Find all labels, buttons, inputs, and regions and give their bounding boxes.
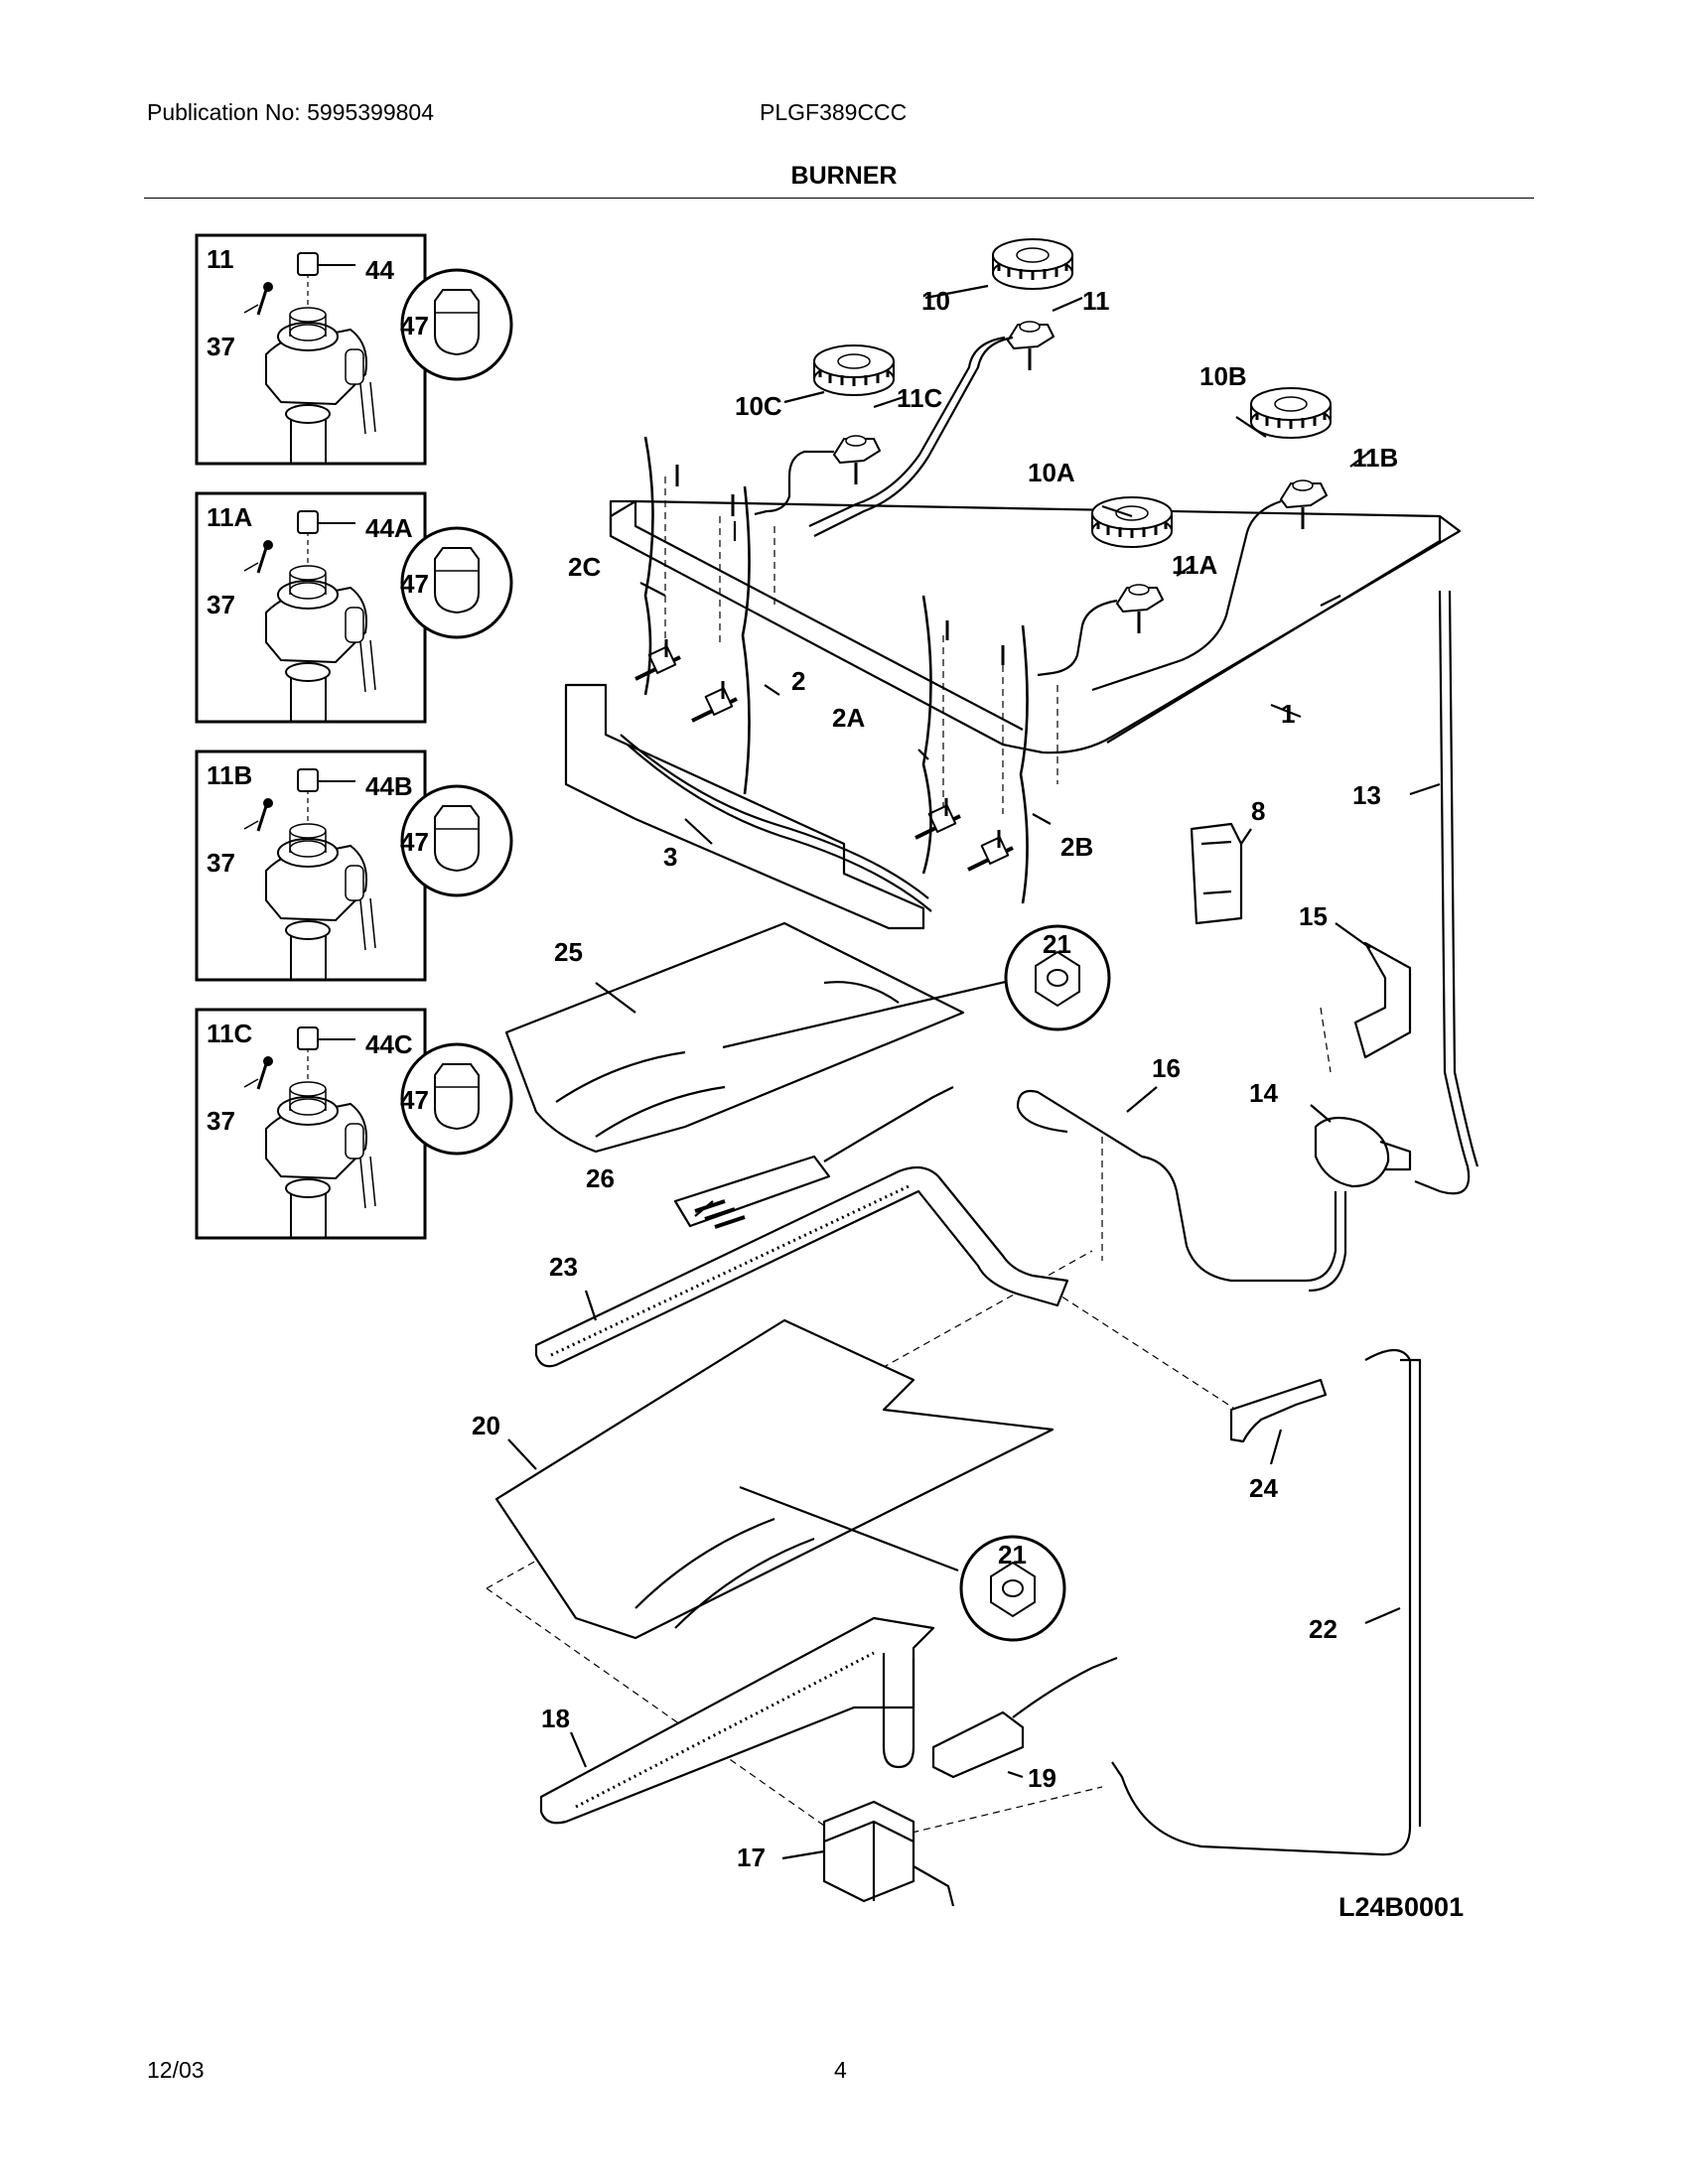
detail-label: 47: [400, 1085, 429, 1115]
callout-11a: 11A: [1172, 550, 1217, 580]
main-assembly: [486, 237, 1479, 1907]
callout-10b: 10B: [1199, 361, 1247, 391]
callout-2a: 2A: [832, 703, 865, 733]
diagram-code: L24B0001: [1338, 1892, 1464, 1922]
footer-date: 12/03: [147, 2057, 205, 2083]
screw-label: 37: [207, 332, 235, 361]
callout-20: 20: [472, 1411, 500, 1440]
callout-13: 13: [1352, 780, 1381, 810]
callout-16: 16: [1152, 1053, 1181, 1083]
footer-page-number: 4: [834, 2057, 847, 2083]
callout-1: 1: [1281, 699, 1295, 729]
inset-panel-11c: 11C 44C 37 47: [195, 1008, 513, 1240]
callout-2c: 2C: [568, 552, 601, 582]
orifice-label: 44: [365, 255, 394, 285]
inset-title: 11A: [207, 502, 252, 532]
callout-26: 26: [586, 1163, 615, 1193]
model-number: PLGF389CCC: [760, 99, 908, 125]
inset-panel-11b: 11B 44B 37 47: [195, 750, 513, 982]
callout-11c: 11C: [897, 383, 942, 413]
callout-24: 24: [1249, 1473, 1278, 1503]
orifice-label: 44B: [365, 771, 413, 801]
callout-8: 8: [1251, 796, 1265, 826]
inset-panel-11: 11 44 37 47: [195, 233, 513, 466]
callout-10a: 10A: [1028, 458, 1075, 487]
callout-3: 3: [663, 842, 677, 872]
callout-21-lower: 21: [998, 1540, 1027, 1570]
publication-number: Publication No: 5995399804: [147, 99, 435, 125]
part-callouts: 10 11 10C 11C 10B 11B 10A 11A 2C 2 2A 2B…: [472, 286, 1398, 1872]
detail-label: 47: [400, 569, 429, 599]
callout-19: 19: [1028, 1763, 1056, 1793]
detail-label: 47: [400, 311, 429, 341]
callout-11: 11: [1082, 286, 1110, 316]
callout-11b: 11B: [1352, 443, 1398, 473]
callout-15: 15: [1299, 901, 1328, 931]
orifice-label: 44A: [365, 513, 413, 543]
callout-10: 10: [921, 286, 950, 316]
callout-25: 25: [554, 937, 583, 967]
detail-label: 47: [400, 827, 429, 857]
callout-17: 17: [737, 1843, 766, 1872]
callout-10c: 10C: [735, 391, 782, 421]
screw-label: 37: [207, 590, 235, 619]
callout-18: 18: [541, 1704, 570, 1733]
inset-panel-11a: 11A 44A 37 47: [195, 491, 513, 724]
section-title: BURNER: [790, 162, 898, 190]
inset-title: 11C: [207, 1019, 252, 1048]
callout-2: 2: [791, 666, 805, 696]
inset-title: 11: [207, 244, 234, 274]
callout-14: 14: [1249, 1078, 1278, 1108]
screw-label: 37: [207, 1106, 235, 1136]
header-divider: [144, 198, 1534, 199]
callout-2b: 2B: [1060, 832, 1093, 862]
callout-23: 23: [549, 1252, 578, 1282]
orifice-label: 44C: [365, 1029, 413, 1059]
screw-label: 37: [207, 848, 235, 878]
callout-21-upper: 21: [1043, 929, 1071, 959]
callout-22: 22: [1309, 1614, 1337, 1644]
inset-title: 11B: [207, 760, 252, 790]
